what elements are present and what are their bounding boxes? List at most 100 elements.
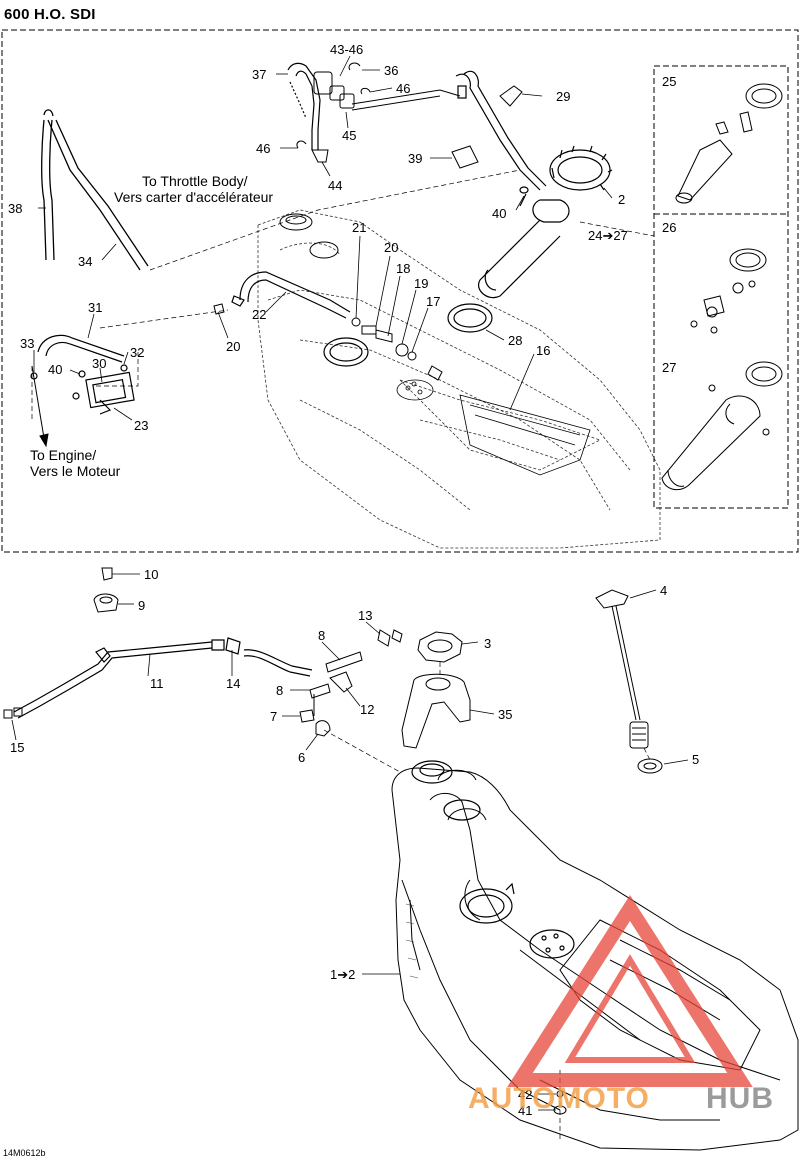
- callout-46a: 46: [396, 81, 410, 96]
- callout-6: 6: [298, 750, 305, 765]
- callout-24-27: 24➔27: [588, 228, 628, 243]
- callout-12: 12: [360, 702, 374, 717]
- note-engine-en: To Engine/: [30, 447, 96, 463]
- fuel-line-pump: [455, 70, 547, 191]
- callout-46b: 46: [256, 141, 270, 156]
- lower-leader-lines: [323, 662, 651, 1140]
- callout-17: 17: [426, 294, 440, 309]
- hose-22: [231, 271, 351, 319]
- callout-45: 45: [342, 128, 356, 143]
- fittings-17-21: [351, 317, 443, 381]
- callout-20a: 20: [384, 240, 398, 255]
- callout-13: 13: [358, 608, 372, 623]
- note-labels: To Throttle Body/ Vers carter d'accéléra…: [30, 173, 273, 479]
- callout-40b: 40: [48, 362, 62, 377]
- fuel-gauge-4: [595, 589, 649, 749]
- inset-27-parts: [661, 361, 783, 491]
- valve-assembly-23: [30, 334, 135, 415]
- connector-29: [499, 85, 523, 107]
- callout-35: 35: [498, 707, 512, 722]
- callout-4: 4: [660, 583, 667, 598]
- callout-40a: 40: [492, 206, 506, 221]
- callout-7: 7: [270, 709, 277, 724]
- detail-inset-frame: [653, 65, 789, 509]
- callout-15: 15: [10, 740, 24, 755]
- grommet-5: [637, 758, 663, 774]
- callout-41: 41: [518, 1103, 532, 1118]
- grommet-9: [93, 593, 119, 613]
- callout-16: 16: [536, 343, 550, 358]
- tank-plate: [396, 379, 591, 476]
- inset-26-parts: [690, 248, 767, 334]
- callout-37: 37: [252, 67, 266, 82]
- upper-leader-lines: [31, 169, 655, 420]
- upper-tank-outline: [257, 209, 661, 549]
- tank-top-filler: [411, 760, 575, 959]
- watermark-text-b: HUB: [706, 1082, 774, 1115]
- filter-39: [451, 145, 479, 169]
- callout-38: 38: [8, 201, 22, 216]
- tank-pump-opening: [323, 337, 369, 367]
- clip-20: [213, 303, 225, 315]
- callout-43-46: 43-46: [330, 42, 363, 57]
- watermark-logo: [507, 895, 753, 1087]
- watermark-text-a: AUTOMOTO: [468, 1082, 650, 1115]
- callout-1-2: 1➔2: [330, 967, 355, 982]
- bracket-35: [401, 673, 471, 749]
- tank-neck: [279, 213, 339, 259]
- callout-10: 10: [144, 567, 158, 582]
- callout-19: 19: [414, 276, 428, 291]
- callout-26: 26: [662, 220, 676, 235]
- watermark-triangle: [507, 895, 753, 1087]
- callout-11: 11: [150, 676, 164, 691]
- note-throttle-en: To Throttle Body/: [142, 173, 248, 189]
- callout-29: 29: [556, 89, 570, 104]
- callout-20b: 20: [226, 339, 240, 354]
- upper-callout-leaders: [33, 55, 613, 421]
- callout-labels: 37 43-46 36 46 45 29 46 44 39 2 40 24➔27…: [8, 42, 699, 1118]
- callout-22: 22: [252, 307, 266, 322]
- callout-39: 39: [408, 151, 422, 166]
- callout-42: 42: [518, 1087, 532, 1102]
- hose-37: [287, 62, 321, 150]
- callout-23: 23: [134, 418, 148, 433]
- fitting-15: [3, 707, 23, 719]
- tee-fittings-6-8-12: [299, 629, 403, 737]
- clamp-44: [296, 140, 329, 163]
- clip-10: [101, 567, 113, 581]
- callout-36: 36: [384, 63, 398, 78]
- watermark-text: AUTOMOTO HUB: [468, 1082, 774, 1115]
- callout-2: 2: [618, 192, 625, 207]
- callout-34: 34: [78, 254, 92, 269]
- plug-41-42: [553, 1090, 567, 1115]
- callout-9: 9: [138, 598, 145, 613]
- callout-8b: 8: [276, 683, 283, 698]
- tank-hatching: [405, 903, 419, 979]
- engine-arrow: [31, 365, 49, 448]
- filler-cap-3: [417, 631, 463, 663]
- connector-43-46: [313, 62, 461, 111]
- fuel-pump-assembly: [478, 145, 613, 299]
- vent-hose-38-34: [41, 109, 149, 271]
- inset-25-parts: [675, 83, 783, 204]
- note-throttle-fr: Vers carter d'accélérateur: [114, 189, 273, 205]
- seal-ring-28: [447, 303, 493, 333]
- callout-27: 27: [662, 360, 676, 375]
- callout-33: 33: [20, 336, 34, 351]
- page-title: 600 H.O. SDI: [4, 6, 96, 23]
- note-engine-fr: Vers le Moteur: [30, 463, 121, 479]
- callout-44: 44: [328, 178, 342, 193]
- upper-section-frame: [1, 29, 799, 553]
- callout-18: 18: [396, 261, 410, 276]
- callout-25: 25: [662, 74, 676, 89]
- callout-8a: 8: [318, 628, 325, 643]
- callout-32: 32: [130, 345, 144, 360]
- callout-14: 14: [226, 676, 240, 691]
- callout-5: 5: [692, 752, 699, 767]
- callout-3: 3: [484, 636, 491, 651]
- callout-21: 21: [352, 220, 366, 235]
- hose-11: [13, 637, 313, 719]
- callout-30: 30: [92, 356, 106, 371]
- callout-28: 28: [508, 333, 522, 348]
